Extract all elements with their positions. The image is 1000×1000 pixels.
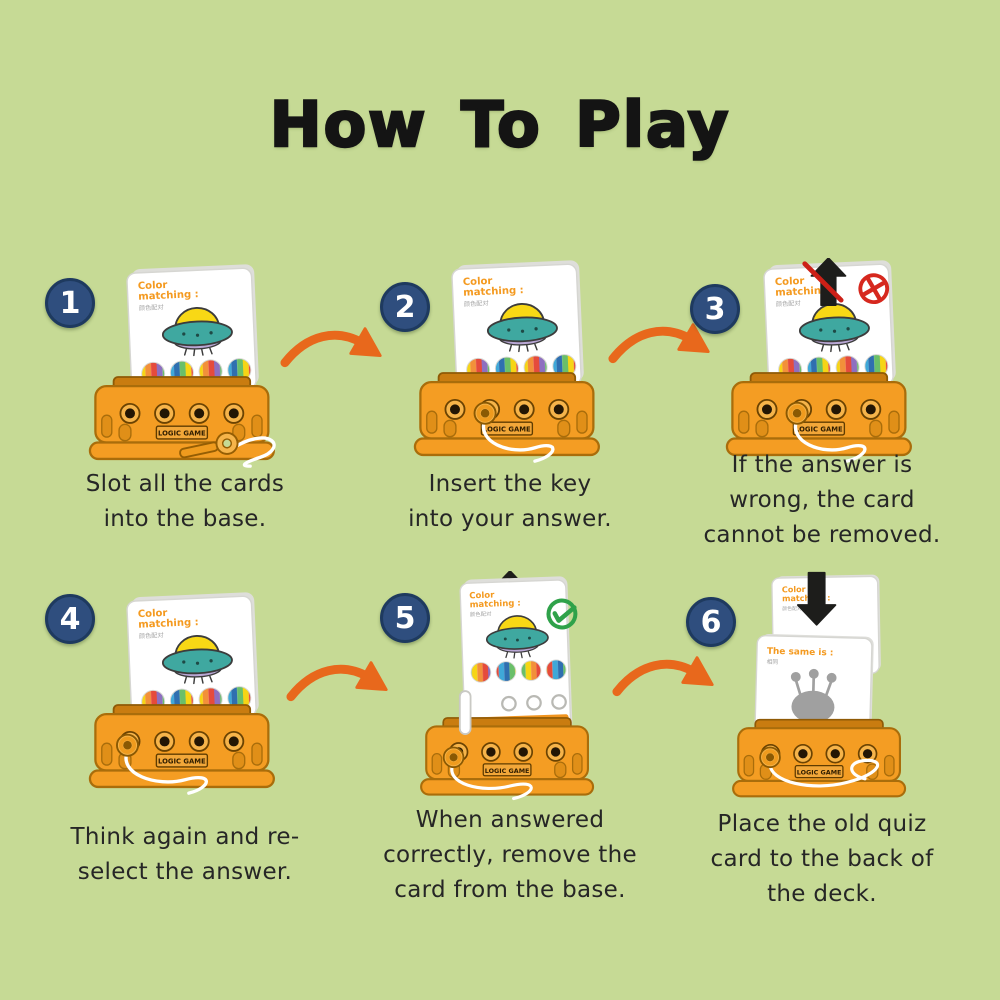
step-number: 1 (59, 285, 81, 321)
step-1-illustration (88, 262, 276, 468)
step-number: 3 (704, 291, 726, 327)
key-string (124, 749, 208, 795)
monster-card-subtitle: 相同 (767, 658, 779, 666)
step-number: 4 (59, 601, 81, 637)
key-holes-row (501, 694, 567, 712)
step-caption: Place the old quiz card to the back of t… (662, 807, 982, 912)
step-caption: If the answer is wrong, the card cannot … (662, 448, 982, 553)
card-header-line2: matching : (469, 599, 520, 611)
step-number-badge: 5 (380, 593, 430, 643)
answer-circles (470, 659, 567, 683)
step-number-badge: 6 (686, 597, 736, 647)
step-number-badge: 2 (380, 282, 430, 332)
caption-line: When answered (415, 807, 605, 833)
step-number: 2 (394, 289, 416, 325)
caption-line: Think again and re- (70, 824, 300, 850)
step-6-illustration: Color matching : 颜色配对 The same is : 相同 (732, 571, 907, 798)
card-header-line1: Color (469, 590, 495, 601)
monster-card-header: The same is : (767, 647, 834, 659)
caption-line: into your answer. (408, 506, 612, 532)
key-string (450, 761, 533, 801)
step-number-badge: 1 (45, 278, 95, 328)
caption-line: card to the back of (710, 846, 934, 872)
card-header-line1: Color (782, 585, 806, 594)
step-3-illustration (725, 258, 912, 463)
caption-line: correctly, remove the (383, 842, 637, 868)
caption-line: Insert the key (428, 471, 592, 497)
caption-line: If the answer is (731, 452, 913, 478)
page-title: How To Play (268, 87, 731, 163)
step-2-illustration (413, 258, 600, 463)
caption-line: into the base. (103, 506, 267, 532)
caption-line: wrong, the card (729, 487, 915, 513)
arrow-step5-to-step6 (610, 645, 718, 707)
caption-line: the deck. (767, 881, 877, 907)
step-4-illustration (88, 590, 275, 795)
caption-line: card from the base. (394, 877, 626, 903)
step-caption: Think again and re- select the answer. (25, 820, 345, 890)
key-string (793, 417, 867, 463)
caption-line: cannot be removed. (703, 522, 941, 548)
step-number-badge: 3 (690, 284, 740, 334)
step-number: 5 (394, 600, 416, 636)
key-string (231, 436, 276, 468)
step-5-illustration: Color matching : 颜色配对 (420, 571, 595, 801)
step-caption: Insert the key into your answer. (350, 467, 670, 537)
arrow-step1-to-step2 (278, 316, 386, 378)
card-subtitle: 颜色配对 (470, 610, 492, 619)
arrow-step4-to-step5 (284, 650, 392, 712)
slash-icon (802, 261, 844, 303)
lifted-quiz-card: Color matching : 颜色配对 (459, 576, 573, 738)
step-caption: Slot all the cards into the base. (25, 467, 345, 537)
step-number: 6 (700, 604, 722, 640)
key-string (481, 417, 555, 463)
step-number-badge: 4 (45, 594, 95, 644)
card-subtitle: 颜色配对 (782, 605, 802, 612)
caption-line: select the answer. (77, 859, 293, 885)
key-string (768, 758, 880, 788)
step-caption: When answered correctly, remove the card… (350, 803, 670, 908)
caption-line: Slot all the cards (85, 471, 285, 497)
card-slot-tab (458, 690, 472, 735)
card-header-line2: matching : (782, 593, 831, 603)
caption-line: Place the old quiz (717, 811, 927, 837)
